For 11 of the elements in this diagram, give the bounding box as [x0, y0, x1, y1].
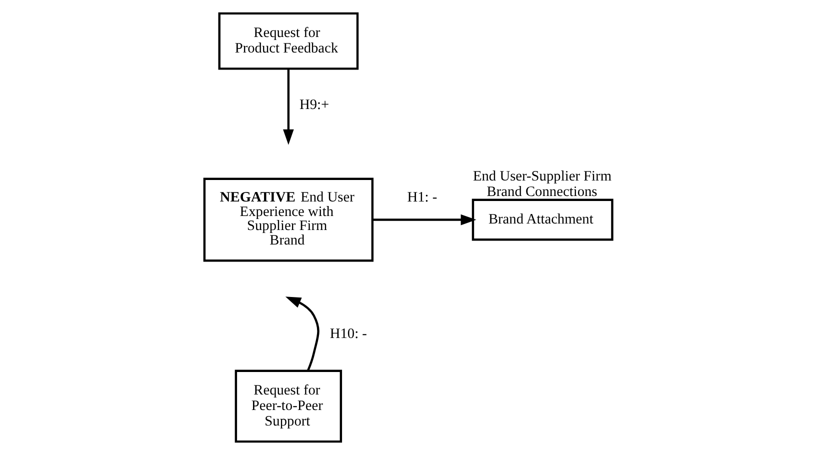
arrow — [283, 68, 294, 144]
arrow — [285, 296, 320, 371]
node-box: Brand Attachment — [472, 198, 614, 240]
edge-label: H10: - — [330, 326, 367, 342]
arrow — [372, 214, 476, 225]
node-box: NEGATIVE End User Experience with Supplier Firm Brand — [203, 177, 374, 262]
node-label: End User-Supplier Firm Brand Connections — [472, 168, 612, 200]
node-box: Request for Product Feedback — [218, 12, 359, 70]
edge-label: H1: - — [407, 188, 438, 205]
node-box: Request for Peer-to-Peer Support — [234, 369, 342, 442]
edge-label: H9:+ — [299, 96, 330, 112]
